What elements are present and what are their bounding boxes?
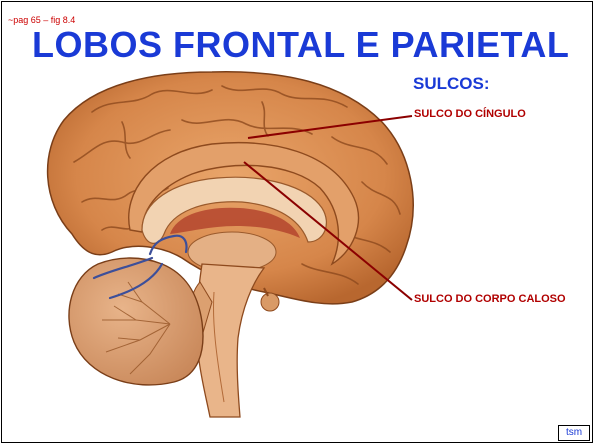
blood-vessels <box>92 234 188 300</box>
cerebellum <box>68 257 204 386</box>
pointer-line-caloso <box>243 161 413 301</box>
label-sulco-corpo-caloso: SULCO DO CORPO CALOSO <box>414 293 566 305</box>
corpus-callosum <box>141 176 327 244</box>
ventricle <box>170 207 300 238</box>
pointer-line-cingulo <box>247 115 413 139</box>
page-reference: ~pag 65 – fig 8.4 <box>8 15 76 25</box>
arbor-vitae <box>102 281 171 375</box>
slide-title: LOBOS FRONTAL E PARIETAL <box>32 24 570 65</box>
label-sulco-cingulo: SULCO DO CÍNGULO <box>414 108 526 120</box>
sulcos-heading: SULCOS: <box>413 74 490 93</box>
cingulate-gyrus <box>128 141 360 266</box>
pituitary <box>260 292 280 312</box>
gyri-texture <box>73 85 401 285</box>
author-tag: tsm <box>558 425 590 441</box>
